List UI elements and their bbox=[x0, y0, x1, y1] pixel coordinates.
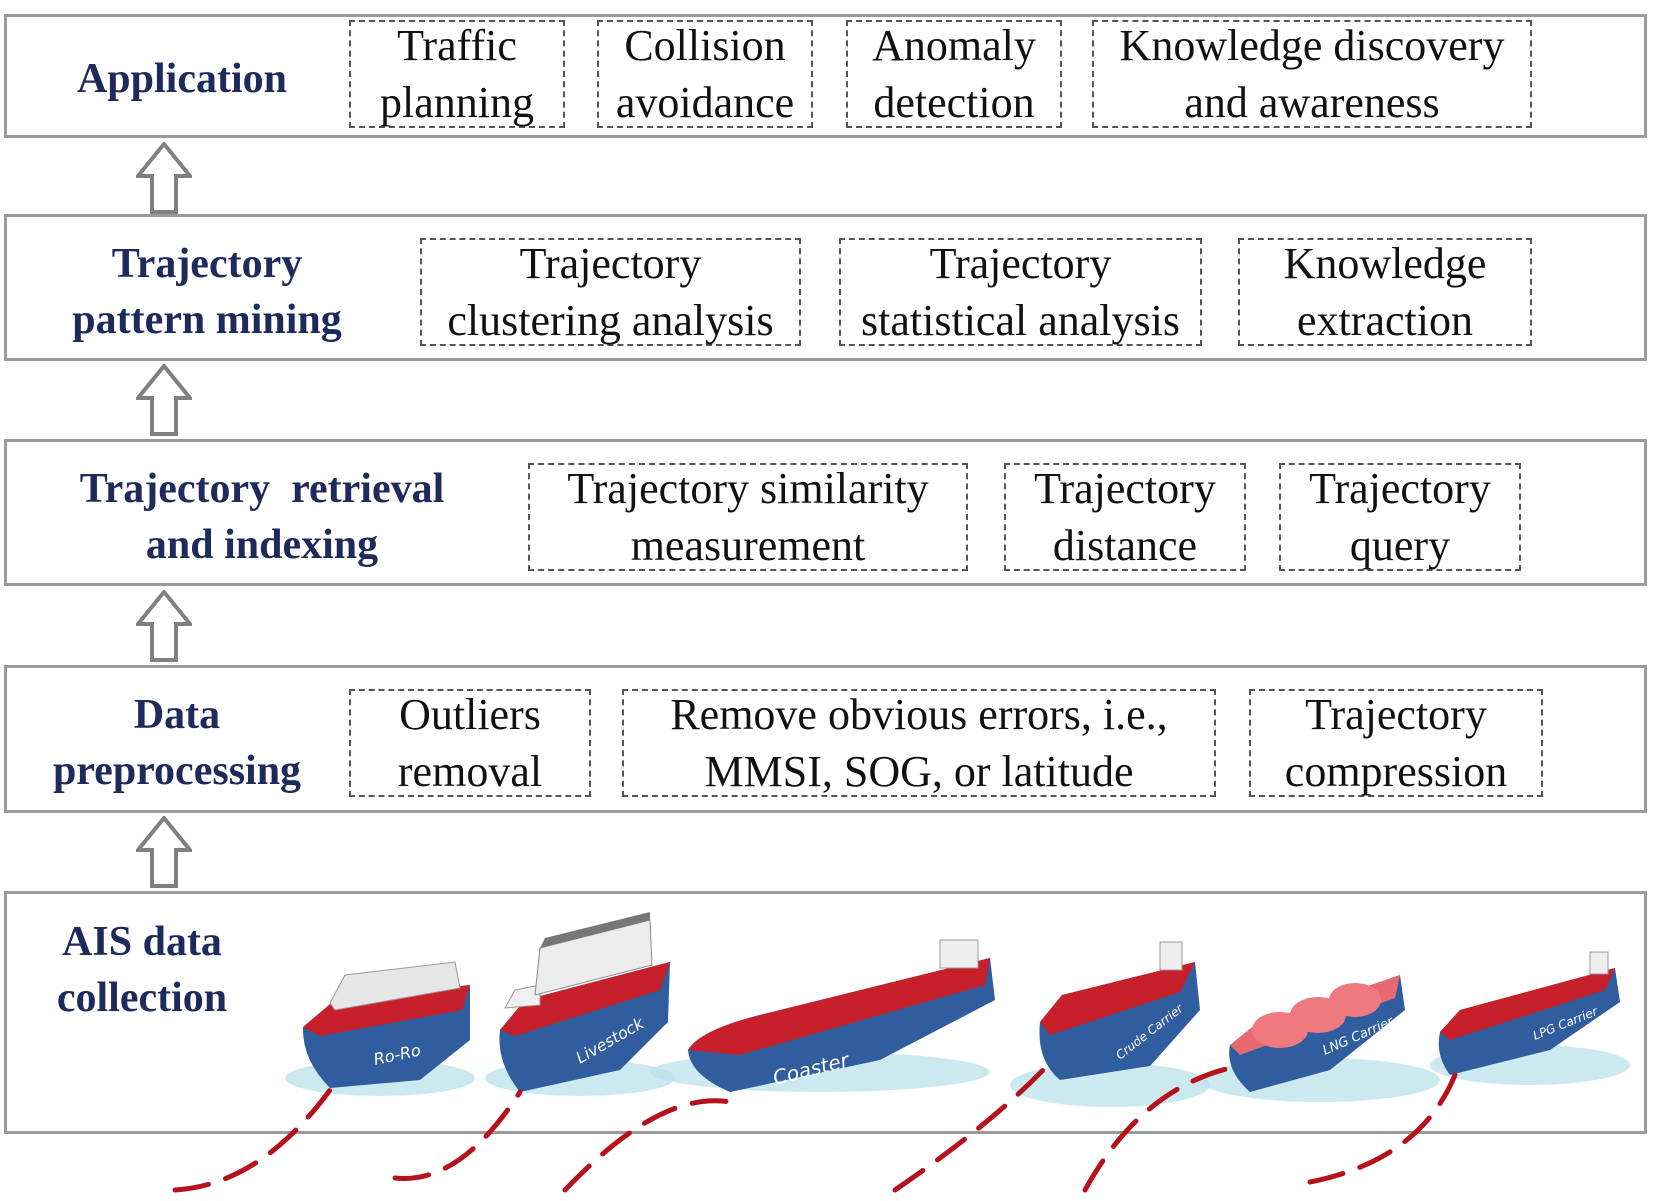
box-label: Trajectory clustering analysis bbox=[447, 239, 774, 345]
box-label: Trajectory distance bbox=[1034, 464, 1216, 570]
box-label: Anomaly detection bbox=[872, 21, 1036, 127]
trajectory-line-lpg-carrier bbox=[1307, 1072, 1458, 1185]
layer-title-retrieval-indexing: Trajectory retrieval and indexing bbox=[79, 466, 445, 568]
box-label: Trajectory similarity measurement bbox=[567, 464, 929, 570]
box-similarity-measurement: Trajectory similarity measurement bbox=[528, 463, 968, 571]
up-arrow-icon bbox=[136, 816, 192, 888]
box-label: Collision avoidance bbox=[615, 21, 795, 127]
up-arrow-icon bbox=[136, 590, 192, 662]
box-label: Trajectory query bbox=[1309, 464, 1491, 570]
layer-application: Application Traffic planning Collision a… bbox=[4, 14, 1647, 138]
box-trajectory-compression: Trajectory compression bbox=[1249, 689, 1543, 797]
box-label: Knowledge extraction bbox=[1283, 239, 1487, 345]
up-arrow-icon bbox=[136, 364, 192, 436]
box-traffic-planning: Traffic planning bbox=[349, 20, 565, 128]
box-anomaly-detection: Anomaly detection bbox=[846, 20, 1062, 128]
layer-data-preprocessing: Data preprocessing Outliers removal Remo… bbox=[4, 665, 1647, 813]
box-clustering-analysis: Trajectory clustering analysis bbox=[420, 238, 801, 346]
layer-title-ais-collection: AIS data collection bbox=[56, 919, 228, 1021]
box-knowledge-discovery: Knowledge discovery and awareness bbox=[1092, 20, 1532, 128]
box-label: Remove obvious errors, i.e., MMSI, SOG, … bbox=[670, 690, 1168, 796]
box-label: Trajectory statistical analysis bbox=[861, 239, 1180, 345]
ship-lng-carrier: LNG Carrier bbox=[1200, 975, 1440, 1102]
box-trajectory-query: Trajectory query bbox=[1279, 463, 1521, 571]
box-label: Trajectory compression bbox=[1284, 690, 1508, 796]
ship-crude-carrier: Crude Carrier bbox=[1010, 941, 1210, 1107]
box-label: Traffic planning bbox=[380, 21, 534, 127]
box-statistical-analysis: Trajectory statistical analysis bbox=[839, 238, 1202, 346]
box-collision-avoidance: Collision avoidance bbox=[597, 20, 813, 128]
ship-livestock: Livestock bbox=[485, 912, 675, 1096]
layer-title-pattern-mining: Trajectory pattern mining bbox=[72, 241, 342, 343]
layer-title-application: Application bbox=[76, 56, 288, 102]
box-knowledge-extraction: Knowledge extraction bbox=[1238, 238, 1532, 346]
trajectory-line-livestock bbox=[392, 1089, 523, 1181]
layer-pattern-mining: Trajectory pattern mining Trajectory clu… bbox=[4, 214, 1647, 361]
trajectory-lines bbox=[172, 1065, 1458, 1193]
box-label: Knowledge discovery and awareness bbox=[1119, 21, 1505, 127]
layer-title-data-preprocessing: Data preprocessing bbox=[52, 692, 302, 794]
layer-retrieval-indexing: Trajectory retrieval and indexing Trajec… bbox=[4, 439, 1647, 586]
ship-lpg-carrier: LPG Carrier bbox=[1430, 951, 1630, 1085]
box-remove-obvious-errors: Remove obvious errors, i.e., MMSI, SOG, … bbox=[622, 689, 1216, 797]
box-trajectory-distance: Trajectory distance bbox=[1004, 463, 1246, 571]
trajectory-line-coaster bbox=[562, 1098, 733, 1193]
trajectory-line-lng-carrier bbox=[1082, 1065, 1233, 1193]
ship-ro-ro: Ro-Ro bbox=[285, 961, 475, 1096]
box-label: Outliers removal bbox=[397, 690, 543, 796]
trajectory-line-crude-carrier bbox=[892, 1065, 1048, 1193]
box-outliers-removal: Outliers removal bbox=[349, 689, 591, 797]
ship-coaster: Coaster bbox=[650, 939, 995, 1092]
up-arrow-icon bbox=[136, 142, 192, 214]
trajectory-line-ro-ro bbox=[172, 1087, 333, 1193]
